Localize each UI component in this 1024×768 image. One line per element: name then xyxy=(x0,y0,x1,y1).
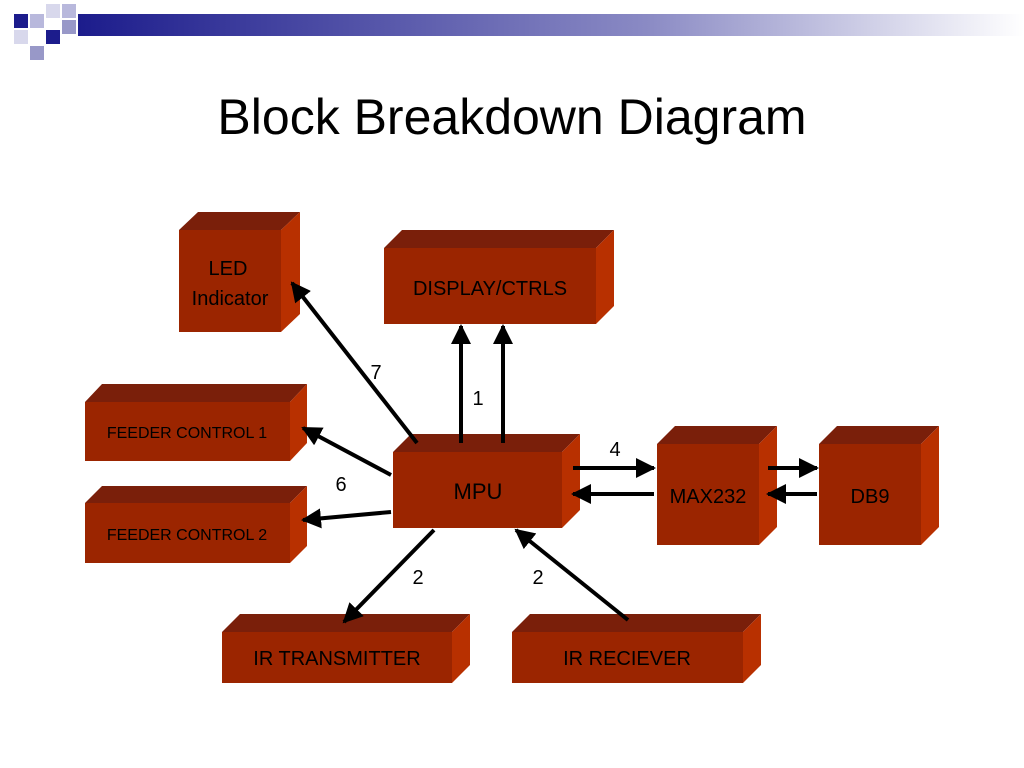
led-indicator-label-line1: LED xyxy=(209,258,248,280)
feeder-control-1-block: FEEDER CONTROL 1 xyxy=(85,384,307,461)
arrow-ir-receiver-to-mpu xyxy=(514,528,630,622)
ir-receiver-block: IR RECIEVER xyxy=(512,614,761,683)
ir-receiver-label: IR RECIEVER xyxy=(563,648,691,670)
connection-label-ir-transmitter: 2 xyxy=(412,567,423,589)
mpu-label: MPU xyxy=(454,479,503,504)
arrow-mpu-to-ir-transmitter xyxy=(342,528,436,624)
max232-label: MAX232 xyxy=(670,486,747,508)
db9-block: DB9 xyxy=(819,426,939,545)
connection-label-serial: 4 xyxy=(609,439,620,461)
header-square xyxy=(30,14,44,28)
ir-transmitter-label: IR TRANSMITTER xyxy=(253,648,420,670)
header-square xyxy=(30,46,44,60)
arrow-mpu-to-led xyxy=(290,281,419,445)
connection-label-feeders: 6 xyxy=(335,474,346,496)
header-square xyxy=(14,14,28,28)
header-square xyxy=(46,4,60,18)
header-square xyxy=(14,30,28,44)
ir-transmitter-block: IR TRANSMITTER xyxy=(222,614,470,683)
arrow-mpu-to-feeder-2 xyxy=(301,508,392,529)
mpu-block: MPU xyxy=(393,434,580,528)
connection-label-led: 7 xyxy=(370,362,381,384)
header-square xyxy=(62,4,76,18)
max232-block: MAX232 xyxy=(657,426,777,545)
header-decoration xyxy=(14,4,1024,60)
feeder-control-2-block: FEEDER CONTROL 2 xyxy=(85,486,307,563)
connection-label-ir-receiver: 2 xyxy=(532,567,543,589)
led-indicator-block: LED Indicator xyxy=(179,212,300,332)
db9-label: DB9 xyxy=(851,486,890,508)
header-square xyxy=(46,30,60,44)
header-gradient-bar xyxy=(78,14,1024,36)
header-square xyxy=(62,20,76,34)
display-controls-block: DISPLAY/CTRLS xyxy=(384,230,614,324)
feeder-control-1-label: FEEDER CONTROL 1 xyxy=(107,425,267,442)
display-controls-label: DISPLAY/CTRLS xyxy=(413,278,567,300)
led-indicator-label-line2: Indicator xyxy=(192,288,269,310)
feeder-control-2-label: FEEDER CONTROL 2 xyxy=(107,527,267,544)
connection-label-display: 1 xyxy=(472,388,483,410)
arrow-mpu-to-feeder-1 xyxy=(301,426,392,477)
slide-title: Block Breakdown Diagram xyxy=(217,89,807,145)
